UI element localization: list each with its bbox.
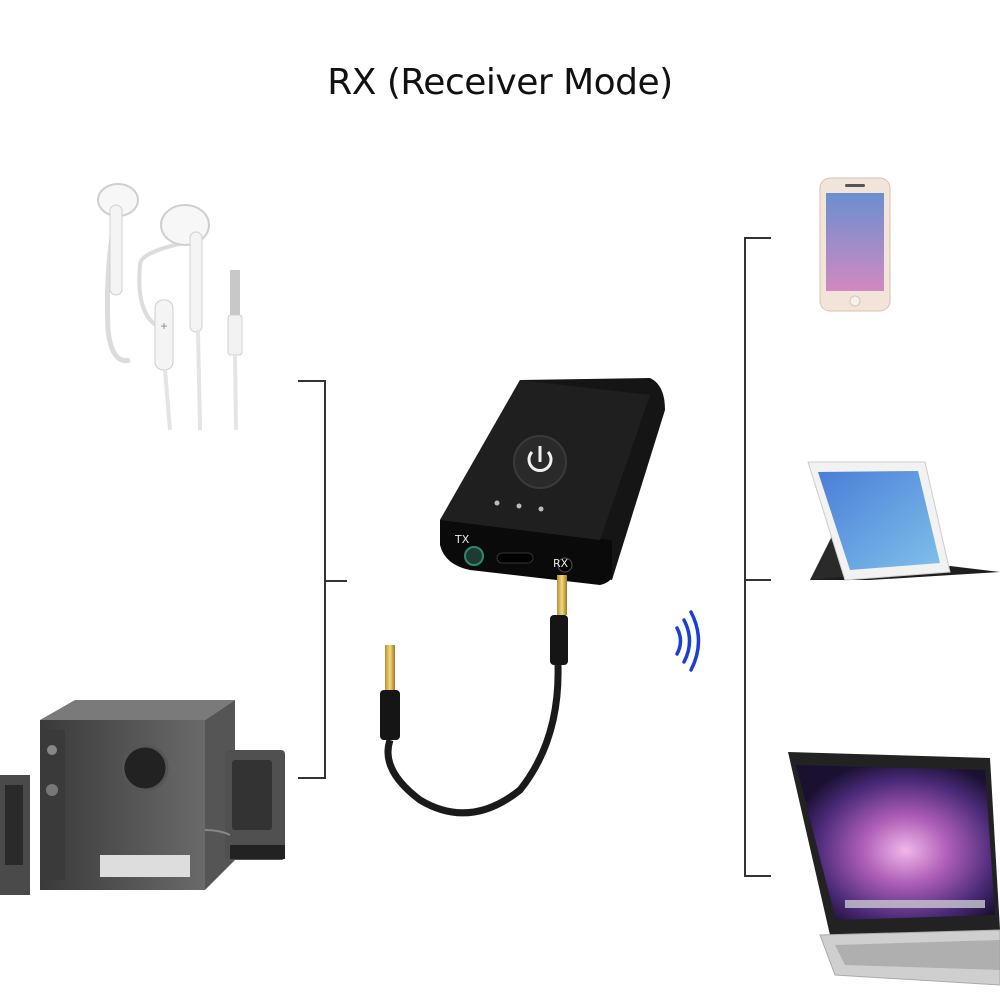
rx-label: RX — [553, 557, 569, 570]
tx-port[interactable] — [464, 546, 484, 566]
bluetooth-transceiver: TX RX — [440, 378, 665, 585]
page-title: RX (Receiver Mode) — [327, 62, 673, 103]
tablet-icon — [807, 461, 1000, 581]
led-indicator — [516, 503, 522, 509]
wireless-signal-icon — [675, 610, 701, 672]
aux-cable-icon — [380, 575, 568, 817]
earphones-icon: + — [97, 183, 243, 431]
power-button[interactable] — [513, 435, 567, 489]
svg-text:+: + — [160, 319, 167, 333]
left-bracket — [298, 380, 347, 779]
speaker-system-icon — [0, 700, 285, 895]
rx-port[interactable] — [557, 557, 573, 573]
right-bracket — [744, 237, 771, 877]
tx-label: TX — [454, 533, 470, 546]
laptop-icon — [788, 752, 1000, 986]
smartphone-icon — [819, 177, 891, 312]
power-icon — [527, 446, 553, 472]
led-indicator — [538, 506, 544, 512]
usb-port[interactable] — [496, 552, 534, 564]
led-indicator — [494, 500, 500, 506]
